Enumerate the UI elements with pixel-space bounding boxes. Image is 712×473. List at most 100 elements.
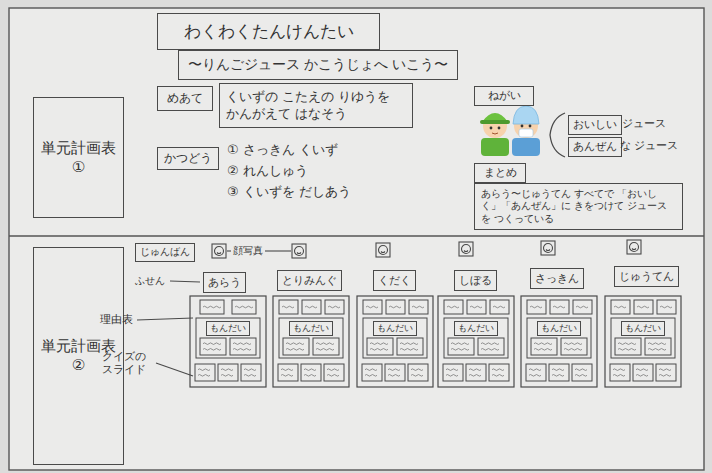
slide-box xyxy=(610,364,630,381)
slide-box xyxy=(408,364,428,381)
squiggle xyxy=(529,369,541,371)
slide-box xyxy=(611,300,630,314)
box-text: くいずの こたえの りゆうを かんがえて はなそう xyxy=(226,89,406,122)
box-text: もんだい xyxy=(541,323,577,334)
squiggle xyxy=(305,306,317,308)
squiggle xyxy=(244,375,256,377)
squiggle xyxy=(636,375,648,377)
question-box: もんだい xyxy=(373,321,417,336)
sticky-note: とりみんぐ xyxy=(277,270,342,291)
squiggle xyxy=(328,306,340,308)
question-box: もんだい xyxy=(289,321,333,336)
slide-box xyxy=(448,338,474,355)
squiggle xyxy=(469,375,481,377)
slide-box xyxy=(478,338,504,355)
box-text: さっきん xyxy=(535,272,579,286)
column-panel xyxy=(438,296,514,387)
reason-sheet xyxy=(444,318,508,358)
squiggle xyxy=(614,306,626,308)
reason-sheet xyxy=(196,318,260,358)
squiggle xyxy=(233,343,251,345)
box-text: じゅうてん xyxy=(619,270,674,284)
slide-box xyxy=(385,364,405,381)
squiggle xyxy=(530,306,542,308)
box-text: 〜りんごジュース かこうじょへ いこう〜 xyxy=(188,56,449,74)
squiggle xyxy=(203,349,221,351)
box-text: もんだい xyxy=(210,323,246,334)
squiggle xyxy=(469,369,481,371)
squiggle xyxy=(304,375,316,377)
note-label: 顔写真 xyxy=(233,245,263,257)
box-text: もんだい xyxy=(377,323,413,334)
squiggle xyxy=(553,306,565,308)
slide-box xyxy=(490,300,509,314)
sticky-note: さっきん xyxy=(530,268,584,289)
order-box: じゅんばん xyxy=(135,243,195,262)
plan-label-box: 単元計画表 ① xyxy=(33,97,124,218)
squiggle xyxy=(534,349,552,351)
squiggle xyxy=(564,349,582,351)
slide-box xyxy=(615,338,641,355)
dash-line xyxy=(265,250,291,251)
squiggle xyxy=(388,369,400,371)
column-panel xyxy=(605,296,681,387)
slide-box xyxy=(561,338,587,355)
slide-box xyxy=(241,364,261,381)
squiggle xyxy=(203,343,221,345)
slide-box xyxy=(278,364,298,381)
slide-box xyxy=(467,300,486,314)
box-text: とりみんぐ xyxy=(282,274,337,288)
squiggle xyxy=(327,375,339,377)
squiggle xyxy=(235,306,253,308)
question-box: もんだい xyxy=(537,321,581,336)
box-text: しぼる xyxy=(459,274,492,288)
section-divider xyxy=(9,235,704,236)
squiggle xyxy=(370,343,388,345)
squiggle xyxy=(451,343,469,345)
title-box: わくわくたんけんたい xyxy=(157,13,380,50)
sticky-note: あらう xyxy=(203,272,246,293)
squiggle xyxy=(282,306,294,308)
box-text: じゅんばん xyxy=(140,246,190,259)
box-text: おいしい xyxy=(573,118,617,132)
note-label: ① さっきん くいず xyxy=(227,142,338,158)
squiggle xyxy=(400,349,418,351)
slide-box xyxy=(324,364,344,381)
squiggle xyxy=(481,349,499,351)
slide-box xyxy=(363,300,382,314)
note-label: な ジュース xyxy=(620,139,679,152)
squiggle xyxy=(365,375,377,377)
box-text: 単元計画表 ① xyxy=(38,139,119,177)
squiggle xyxy=(534,343,552,345)
squiggle xyxy=(286,343,304,345)
squiggle xyxy=(470,306,482,308)
note-label: ふせん xyxy=(135,275,165,287)
squiggle xyxy=(221,369,233,371)
slide-box xyxy=(200,300,224,314)
box-text: もんだい xyxy=(458,323,494,334)
slide-box xyxy=(549,364,569,381)
squiggle xyxy=(637,306,649,308)
keyword-box: あんぜん xyxy=(568,137,622,157)
leader-line xyxy=(137,318,193,320)
squiggle xyxy=(366,306,378,308)
slide-box xyxy=(200,338,226,355)
slide-box xyxy=(657,300,676,314)
column-panels xyxy=(190,296,681,387)
squiggle xyxy=(648,349,666,351)
heading-box: めあて xyxy=(157,86,213,111)
keyword-box: おいしい xyxy=(568,115,622,135)
squiggle xyxy=(446,369,458,371)
dash-line xyxy=(227,250,231,251)
box-text: まとめ xyxy=(484,166,517,180)
note-label: ジュース xyxy=(622,117,666,130)
slide-box xyxy=(633,364,653,381)
reason-sheet xyxy=(363,318,427,358)
slide-box xyxy=(444,300,463,314)
slide-box xyxy=(362,364,382,381)
squiggle xyxy=(327,369,339,371)
squiggle xyxy=(281,369,293,371)
squiggle xyxy=(198,375,210,377)
squiggle xyxy=(659,375,671,377)
box-text: くだく xyxy=(378,274,411,288)
